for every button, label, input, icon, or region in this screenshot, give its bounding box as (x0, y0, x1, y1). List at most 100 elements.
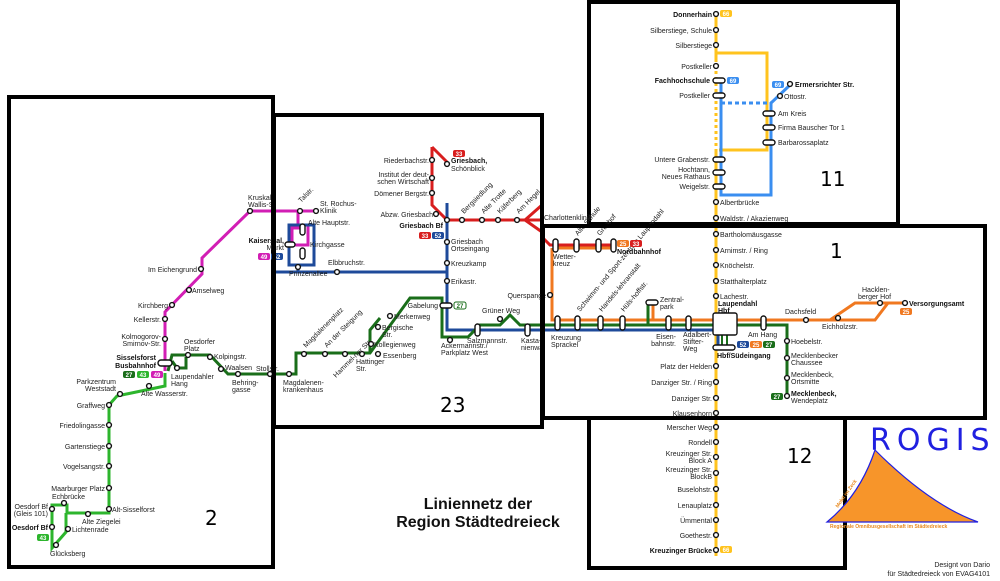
stop-abzw-griesbach[interactable] (432, 210, 440, 218)
stop-schwimm[interactable] (574, 315, 581, 331)
stop-hammelner[interactable] (341, 350, 349, 358)
stop-mecklenbeck-om[interactable] (783, 374, 791, 382)
stop-ackermann[interactable] (446, 336, 454, 344)
stop-behringgasse[interactable] (234, 370, 242, 378)
stop-vogelsangstr[interactable] (105, 462, 113, 470)
stop-bergische[interactable] (374, 323, 382, 331)
stop-kellerstr[interactable] (161, 315, 169, 323)
stop-magdalenenplatz[interactable] (300, 350, 308, 358)
stop-hattinger[interactable] (358, 350, 366, 358)
stop-friedolingasse[interactable] (105, 421, 113, 429)
stop-gartenstiege[interactable] (105, 442, 113, 450)
stop-waldstr[interactable] (712, 214, 720, 222)
stop-fachhochschule[interactable] (712, 77, 726, 84)
stop-sisselsforst[interactable] (157, 359, 173, 367)
stop-amselweg[interactable] (185, 286, 193, 294)
stop-alte-trotte[interactable] (478, 216, 486, 224)
stop-eisenbahnstr[interactable] (665, 315, 672, 331)
stop-gluecksberg[interactable] (52, 541, 60, 549)
stop-versorgungsamt[interactable] (901, 299, 909, 307)
stop-alte-schule[interactable] (573, 238, 580, 253)
stop-arnimstr[interactable] (712, 246, 720, 254)
stop-alte-ziegelei[interactable] (84, 510, 92, 518)
stop-an-der-steigung[interactable] (321, 350, 329, 358)
stop-firma-bauscher[interactable] (762, 124, 776, 131)
stop-hochtann[interactable] (712, 169, 726, 176)
stop-oesdorf-bf[interactable] (48, 523, 56, 531)
stop-kreuzkamp[interactable] (443, 259, 451, 267)
stop-querspange[interactable] (546, 291, 554, 299)
stop-gabelung[interactable] (439, 302, 453, 309)
stop-laupendahl-hbf[interactable] (712, 312, 738, 336)
stop-silberstiege-schule[interactable] (712, 26, 720, 34)
stop-goethestr[interactable] (712, 531, 720, 539)
stop-untere-graben[interactable] (712, 156, 726, 163)
stop-danziger-ring[interactable] (712, 378, 720, 386)
stop-waalsen[interactable] (217, 365, 225, 373)
stop-danziger[interactable] (712, 394, 720, 402)
stop-platz-der-helden[interactable] (712, 362, 720, 370)
stop-alt-sisselforst[interactable] (105, 505, 113, 513)
stop-adalbert[interactable] (685, 315, 692, 331)
stop-kreuzung-sprackel[interactable] (554, 315, 561, 331)
stop-maarburger[interactable] (105, 484, 113, 492)
stop-kolmogorov[interactable] (161, 335, 169, 343)
stop-ermersrichter[interactable] (786, 80, 794, 88)
stop-st-rochus[interactable] (312, 207, 320, 215)
stop-prinzenallee[interactable] (294, 263, 302, 271)
stop-lichtenrade[interactable] (64, 525, 72, 533)
stop-griesbach-bf[interactable] (443, 216, 451, 224)
stop-kirchberg[interactable] (168, 301, 176, 309)
stop-gruener-weg[interactable] (496, 315, 504, 323)
stop-magdalenen-kh[interactable] (285, 370, 293, 378)
stop-riederbachstr[interactable] (428, 156, 436, 164)
stop-erikastr[interactable] (443, 277, 451, 285)
stop-schoenblick[interactable] (443, 160, 451, 168)
stop-talstr[interactable] (296, 207, 304, 215)
stop-buselohstr[interactable] (712, 485, 720, 493)
stop-gruenhof[interactable] (595, 238, 602, 253)
stop-oesdorfer-platz[interactable] (184, 351, 192, 359)
stop-donnerhain[interactable] (712, 10, 720, 18)
stop-echbruecke[interactable] (60, 499, 68, 507)
stop-kolpingstr[interactable] (206, 353, 214, 361)
stop-lenauplatz[interactable] (712, 501, 720, 509)
stop-kirchgasse[interactable] (299, 247, 306, 260)
stop-alte-wasserstr[interactable] (145, 382, 153, 390)
stop-graffweg[interactable] (105, 401, 113, 409)
stop-laupendahler-hang[interactable] (173, 364, 181, 372)
stop-kreuzinger-bruecke[interactable] (712, 546, 720, 554)
stop-dachsfeld[interactable] (802, 316, 810, 324)
stop-hoebelstr[interactable] (783, 337, 791, 345)
stop-institut[interactable] (428, 174, 436, 182)
stop-alte-hauptstr[interactable] (299, 223, 306, 236)
stop-uemmental[interactable] (712, 516, 720, 524)
stop-mecklenbeck-wp[interactable] (783, 392, 791, 400)
stop-albertbruecke[interactable] (712, 198, 720, 206)
stop-parkzentrum[interactable] (116, 390, 124, 398)
stop-eichengrund[interactable] (197, 265, 205, 273)
stop-klausenhorn[interactable] (712, 409, 720, 417)
stop-knoechelstr[interactable] (712, 261, 720, 269)
stop-bartholomaeus[interactable] (712, 230, 720, 238)
stop-wetterkreuz[interactable] (552, 238, 559, 253)
stop-merkenweg[interactable] (386, 312, 394, 320)
stop-bergsiedlung[interactable] (458, 216, 466, 224)
stop-oesdorf-gleis[interactable] (48, 505, 56, 513)
stop-ottostr[interactable] (776, 92, 784, 100)
stop-kollegienweg[interactable] (367, 340, 375, 348)
stop-postkeller-2[interactable] (712, 92, 726, 99)
stop-griesbach-oe[interactable] (443, 238, 451, 246)
stop-am-hegel[interactable] (513, 216, 521, 224)
stop-salzmannstr[interactable] (474, 323, 481, 337)
stop-doemener[interactable] (428, 189, 436, 197)
stop-weigelstr[interactable] (712, 183, 726, 190)
stop-hacklenberger[interactable] (876, 299, 884, 307)
stop-kreuzinger-b[interactable] (712, 469, 720, 477)
stop-kastanienwall[interactable] (524, 323, 531, 337)
stop-mecklenbecker[interactable] (783, 354, 791, 362)
stop-kaiserstal[interactable] (284, 241, 296, 248)
stop-statthalterplatz[interactable] (712, 277, 720, 285)
stop-lachestr[interactable] (712, 292, 720, 300)
stop-essenberg[interactable] (374, 350, 382, 358)
